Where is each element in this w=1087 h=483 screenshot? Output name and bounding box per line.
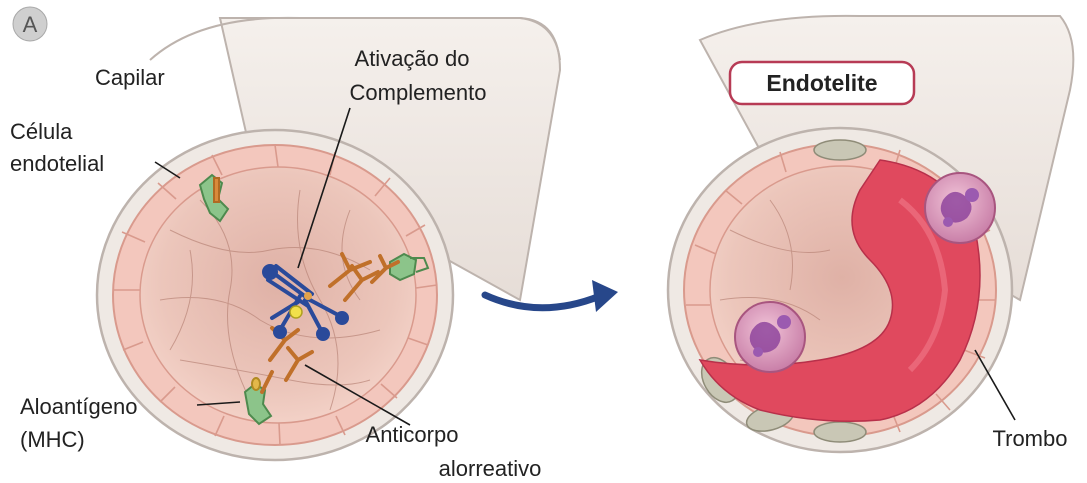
- thrombus-label: Trombo: [993, 426, 1068, 451]
- capillary-lumen: [139, 166, 417, 424]
- complement-leader: [297, 107, 351, 269]
- leukocyte-bottom: [734, 301, 806, 373]
- complement-label-line2: Complemento: [350, 80, 487, 105]
- complement-c3b-dot-2: [304, 292, 312, 300]
- lumen-cell-outlines: [159, 189, 381, 411]
- capillary-tube-top: [149, 16, 561, 61]
- thrombus: [698, 159, 981, 422]
- endotelite-title-box: Endotelite: [728, 60, 916, 106]
- thrombus-highlight: [898, 197, 949, 373]
- transition-arrow: [481, 280, 618, 312]
- antibody-label-line1: Anticorpo: [366, 422, 459, 447]
- leukocyte-top: [924, 172, 996, 244]
- antibody-leader: [304, 364, 411, 426]
- capillary-label: Capilar: [95, 65, 165, 90]
- endothelial-cell-leader: [154, 161, 181, 179]
- endothelial-cell-borders: [113, 144, 438, 446]
- alloantigen-label-line1: Aloantígeno: [20, 394, 137, 419]
- alloantigen-leader: [196, 401, 241, 406]
- endothelial-cell-label-line1: Célula: [10, 119, 73, 144]
- complement-c3b-dot: [289, 305, 303, 319]
- mhc-molecule-right: [389, 252, 430, 282]
- mhc-molecule-top: [198, 173, 230, 223]
- panel-letter-badge: A: [12, 6, 48, 42]
- endothelial-cell-label-line2: endotelial: [10, 151, 104, 176]
- complement-label-line1: Ativação do: [355, 46, 470, 71]
- endotelite-title: Endotelite: [766, 70, 877, 96]
- left-capillary: [95, 16, 562, 462]
- panel-letter: A: [23, 12, 38, 37]
- antibody-label-line2: alorreativo: [439, 456, 542, 481]
- alloantigen-label-line2: (MHC): [20, 427, 85, 452]
- mhc-molecule-bottom: [243, 377, 273, 426]
- thrombus-leader: [974, 349, 1016, 421]
